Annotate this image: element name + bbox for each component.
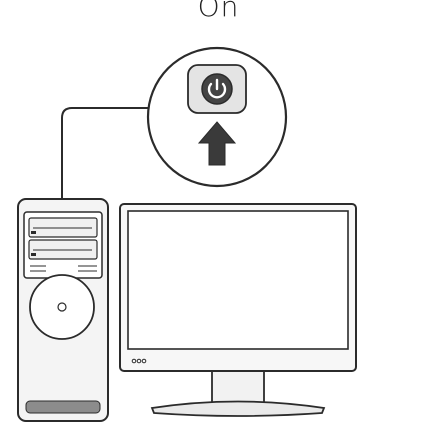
desktop-tower xyxy=(18,199,108,421)
tower-bottom-vent xyxy=(26,401,100,413)
monitor-stand-neck xyxy=(212,371,264,405)
monitor-screen xyxy=(128,211,348,349)
tower-front-circle xyxy=(30,275,94,339)
lcd-monitor xyxy=(120,204,356,416)
power-button-callout xyxy=(148,48,286,186)
monitor-stand-base xyxy=(152,402,324,417)
